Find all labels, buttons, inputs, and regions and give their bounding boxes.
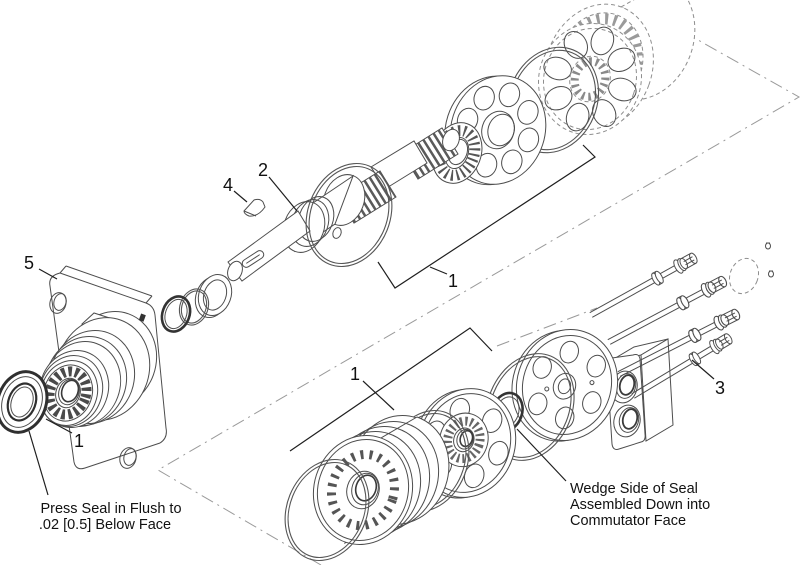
oring-thick (160, 295, 192, 333)
gasket-phantom (728, 242, 774, 295)
shaft-seal (0, 370, 49, 434)
note-wedge-seal: Wedge Side of Seal Assembled Down into C… (570, 481, 710, 529)
svg-text:Commutator Face: Commutator Face (570, 513, 686, 529)
output-shaft (227, 127, 460, 282)
note-press-seal: Press Seal in Flush to .02 [0.5] Below F… (39, 501, 182, 533)
svg-text:.02 [0.5] Below Face: .02 [0.5] Below Face (39, 517, 171, 533)
leader-oring-shaft-stub (429, 266, 448, 275)
leader-lines (28, 144, 715, 496)
callout-1-shaft: 1 (448, 271, 458, 291)
callout-3: 3 (715, 378, 725, 398)
svg-text:Assembled Down into: Assembled Down into (570, 497, 710, 513)
oring-shaft (305, 162, 393, 268)
callout-4: 4 (223, 175, 233, 195)
end-cover-block (606, 338, 674, 450)
callout-1-commutator: 1 (350, 364, 360, 384)
callout-5: 5 (24, 253, 34, 273)
bearing-housing (38, 265, 167, 470)
svg-text:Press Seal in Flush to: Press Seal in Flush to (40, 501, 181, 517)
leader-shaft (268, 176, 298, 212)
leader-housing (38, 268, 58, 280)
leader-seal-callout (45, 418, 73, 434)
svg-text:Wedge Side of Seal: Wedge Side of Seal (570, 481, 698, 497)
leader-seal-note (28, 430, 49, 496)
callout-1-seal: 1 (74, 431, 84, 451)
oring-commutator-left (284, 458, 370, 562)
leader-bolts (691, 359, 715, 380)
leader-key (233, 190, 248, 203)
leader-oring-shaft (377, 144, 596, 289)
woodruff-key (243, 198, 266, 217)
leader-oring-mid (362, 380, 395, 411)
leader-oring-pair (289, 327, 493, 452)
callout-2: 2 (258, 160, 268, 180)
leader-wedge-note (516, 428, 567, 482)
